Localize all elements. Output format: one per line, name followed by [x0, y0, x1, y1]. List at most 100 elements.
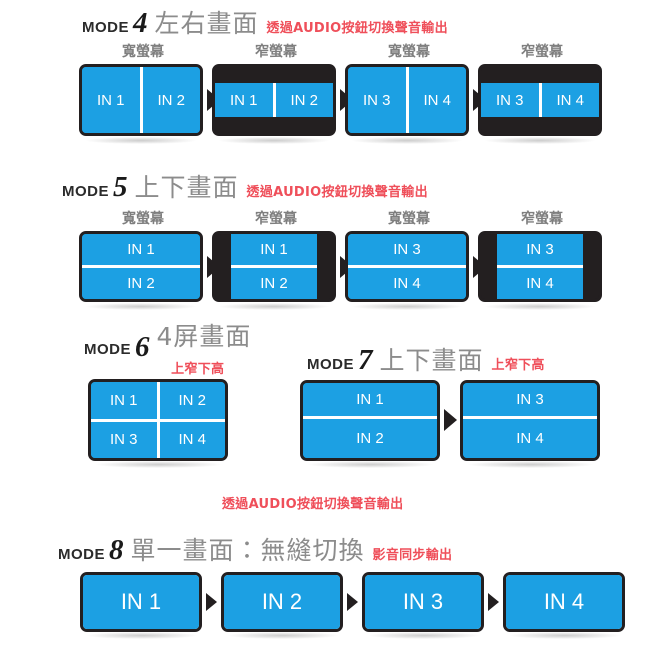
mode-6-note: 上窄下高 [171, 362, 225, 377]
mode-4-screen-4-panel-1: IN 3 [481, 83, 539, 117]
mode-4-heading: MODE 4 左右畫面 透過AUDIO按鈕切換聲音輸出 [82, 4, 448, 40]
mode-6-screen-1-panel-3: IN 3 [91, 421, 157, 458]
mode-7-screen-1-panel-1: IN 1 [303, 383, 437, 416]
panel-divider [463, 416, 597, 419]
mode-7-screen-2-shadow [468, 461, 593, 468]
mode-6-heading-row: MODE 6 4屏畫面 [84, 322, 251, 363]
mode-8-screen-2-panel-1: IN 2 [224, 575, 340, 629]
mode-5-screen-4: IN 3 IN 4 [478, 231, 602, 302]
mode-6-screen-1-row-1: IN 1 IN 2 [91, 382, 225, 419]
pillarbox-bar-right [583, 234, 599, 299]
mode-8-screen-2: IN 2 [221, 572, 343, 632]
mode-7-title: 上下畫面 [379, 346, 484, 375]
mode-7-screen-1-panel-2: IN 2 [303, 419, 437, 458]
mode-5-screen-4-content: IN 3 IN 4 [497, 234, 583, 299]
letterbox-bar-bottom [215, 117, 333, 133]
panel-divider [538, 83, 542, 117]
mode-5-number: 5 [113, 171, 128, 203]
mode-5-screen-3: IN 3 IN 4 [345, 231, 469, 302]
mode-8-heading: MODE 8 單一畫面：無縫切換 影音同步輸出 [58, 531, 452, 567]
mode-7-screen-2-panel-2: IN 4 [463, 419, 597, 458]
mode-8-screen-1-shadow [87, 632, 197, 639]
mode-5-screen-2-content: IN 1 IN 2 [231, 234, 317, 299]
mode-4-screen-2-panel-1: IN 1 [215, 83, 273, 117]
panel-divider [82, 265, 200, 268]
mode-5-screen-2: IN 1 IN 2 [212, 231, 336, 302]
mode-4-screen-1-panel-2: IN 2 [142, 67, 200, 133]
mode-7-word: MODE [307, 356, 354, 373]
mode-8-screen-4-panel-1: IN 4 [506, 575, 622, 629]
mode-8-arrow-3 [488, 593, 499, 611]
pillarbox-bar-left [481, 234, 497, 299]
mode-4-word: MODE [82, 19, 129, 36]
mode-4-screen-4-panel-2: IN 4 [541, 83, 599, 117]
mode-4-screen-1-panel-1: IN 1 [82, 67, 140, 133]
mode-5-screen-1-panel-2: IN 2 [82, 268, 200, 299]
mode-8-word: MODE [58, 546, 105, 563]
mode-6-number: 6 [135, 331, 150, 363]
mode-6-title: 4屏畫面 [156, 322, 252, 351]
panel-divider [303, 416, 437, 419]
mode-4-screen-2-shadow [219, 137, 329, 144]
mode-4-screen-4-shadow [485, 137, 595, 144]
mode-7-screen-1-shadow [308, 461, 433, 468]
shared-audio-note: 透過AUDIO按鈕切換聲音輸出 [222, 497, 404, 512]
mode-5-screen-2-panel-2: IN 2 [231, 268, 317, 299]
mode-8-screen-3-shadow [369, 632, 479, 639]
mode-8-screen-1: IN 1 [80, 572, 202, 632]
mode-8-number: 8 [109, 534, 124, 566]
mode-4-screen-4-content: IN 3 IN 4 [481, 83, 599, 117]
mode-4-title: 左右畫面 [154, 9, 259, 38]
mode-4-screen-2-panel-2: IN 2 [275, 83, 333, 117]
mode-5-screen-3-panel-1: IN 3 [348, 234, 466, 265]
mode-7-screen-2-panel-1: IN 3 [463, 383, 597, 416]
mode-4-screen-3-shadow [352, 137, 462, 144]
mode-8-arrow-1 [206, 593, 217, 611]
mode-4-screen-3-panel-1: IN 3 [348, 67, 406, 133]
mode-4-note: 透過AUDIO按鈕切換聲音輸出 [266, 21, 448, 36]
pillarbox-bar-right [317, 234, 333, 299]
mode-4-screen-1-shadow [86, 137, 196, 144]
mode-5-screen-4-panel-1: IN 3 [497, 234, 583, 265]
mode-6-screen-1-panel-4: IN 4 [159, 421, 225, 458]
mode-5-screen-1-panel-1: IN 1 [82, 234, 200, 265]
mode-4-screen-3: IN 3 IN 4 [345, 64, 469, 136]
mode-5-caption-1: 寬螢幕 [122, 211, 164, 227]
mode-4-caption-4: 窄螢幕 [521, 44, 563, 60]
mode-6-word: MODE [84, 341, 131, 358]
mode-5-title: 上下畫面 [134, 173, 239, 202]
mode-6-screen-1-panel-1: IN 1 [91, 382, 157, 419]
panel-divider [91, 418, 225, 422]
panel-divider [405, 67, 409, 133]
mode-5-screen-1: IN 1 IN 2 [79, 231, 203, 302]
mode-5-screen-2-shadow [219, 303, 329, 310]
mode-4-caption-2: 窄螢幕 [255, 44, 297, 60]
letterbox-bar-top [481, 67, 599, 83]
panel-divider [156, 421, 160, 458]
panel-divider [139, 67, 143, 133]
mode-5-screen-4-panel-2: IN 4 [497, 268, 583, 299]
mode-5-screen-4-shadow [485, 303, 595, 310]
mode-6-screen-1: IN 1 IN 2 IN 3 IN 4 [88, 379, 228, 461]
mode-4-screen-1: IN 1 IN 2 [79, 64, 203, 136]
mode-8-screen-4-shadow [510, 632, 620, 639]
mode-5-screen-1-shadow [86, 303, 196, 310]
mode-7-screen-1: IN 1 IN 2 [300, 380, 440, 461]
mode-4-screen-3-panel-2: IN 4 [408, 67, 466, 133]
mode-5-screen-3-panel-2: IN 4 [348, 268, 466, 299]
mode-7-screen-2: IN 3 IN 4 [460, 380, 600, 461]
mode-6-screen-1-panel-2: IN 2 [159, 382, 225, 419]
mode-5-note: 透過AUDIO按鈕切換聲音輸出 [246, 185, 428, 200]
mode-6-screen-1-shadow [96, 461, 221, 468]
mode-4-screen-2-content: IN 1 IN 2 [215, 83, 333, 117]
mode-5-screen-2-panel-1: IN 1 [231, 234, 317, 265]
mode-8-screen-4: IN 4 [503, 572, 625, 632]
mode-7-number: 7 [358, 344, 373, 376]
panel-divider [348, 265, 466, 268]
letterbox-bar-bottom [481, 117, 599, 133]
mode-8-screen-3: IN 3 [362, 572, 484, 632]
mode-4-caption-1: 寬螢幕 [122, 44, 164, 60]
mode-5-caption-2: 窄螢幕 [255, 211, 297, 227]
mode-5-word: MODE [62, 183, 109, 200]
mode-8-note: 影音同步輸出 [372, 548, 453, 563]
